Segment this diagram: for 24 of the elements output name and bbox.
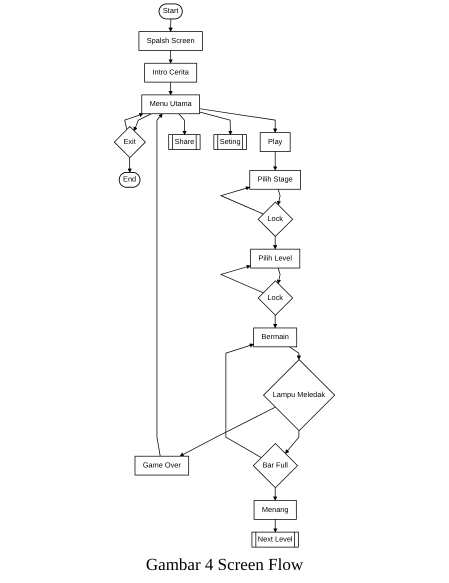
arrow [178, 113, 187, 136]
arrow [273, 487, 278, 501]
arrow [220, 186, 264, 214]
arrow [199, 108, 278, 133]
arrow [168, 50, 173, 64]
arrow [285, 430, 300, 454]
arrow [220, 264, 264, 294]
arrow [273, 236, 278, 250]
arrow [180, 406, 276, 456]
arrow [276, 268, 282, 284]
arrow [156, 114, 163, 457]
arrow [133, 113, 152, 132]
arrow [226, 343, 262, 458]
arrow [273, 519, 278, 533]
arrow [199, 112, 232, 136]
arrow [124, 112, 144, 130]
caption: Gambar 4 Screen Flow [146, 554, 304, 576]
arrow [168, 82, 173, 96]
arrow [168, 18, 173, 32]
arrow [288, 346, 302, 360]
arrow [276, 188, 282, 206]
arrow [273, 314, 278, 328]
arrow [273, 151, 278, 171]
arrow [128, 157, 132, 173]
